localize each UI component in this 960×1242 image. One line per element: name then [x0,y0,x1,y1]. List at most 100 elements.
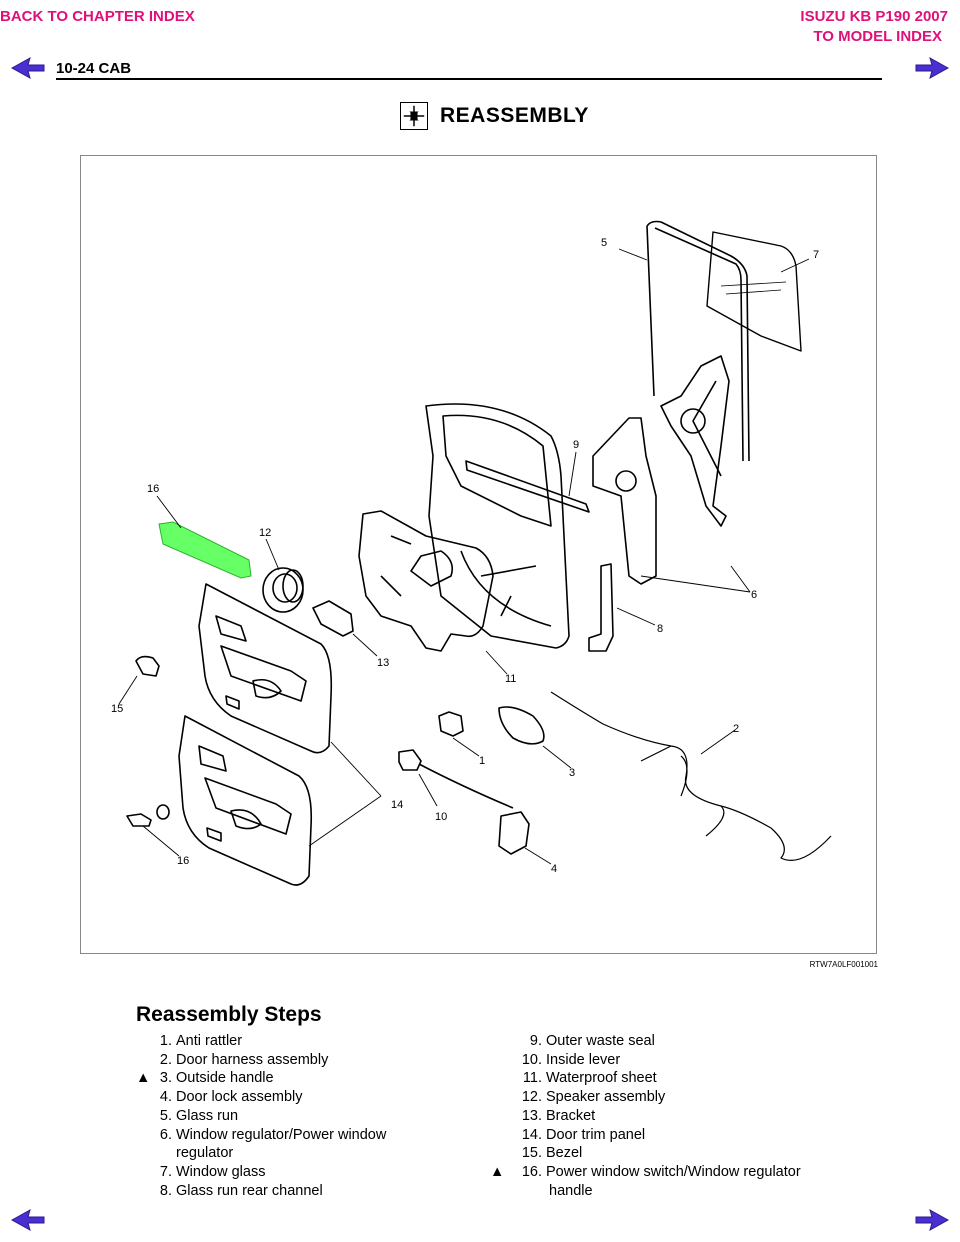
step-number: 10. [521,1051,542,1068]
callout-1: 1 [479,755,485,767]
door-exploded-diagram: 5 7 9 16 12 6 8 13 11 15 2 1 3 14 10 4 1… [111,220,832,886]
model-title-link[interactable]: ISUZU KB P190 2007 [800,8,948,25]
step-number: 2. [159,1051,172,1068]
step-number: 6. [159,1126,172,1143]
step-text: Inside lever [546,1051,621,1068]
callout-4: 4 [551,863,557,875]
step-text: Window regulator/Power window [176,1126,387,1143]
step-text: Outside handle [176,1070,274,1087]
callout-labels: 5 7 9 16 12 6 8 13 11 15 2 1 3 14 10 4 1… [111,237,819,875]
step-marker [136,1088,158,1107]
next-page-arrow-icon[interactable] [914,56,950,80]
bezel [135,655,160,677]
window-glass [706,231,802,352]
anti-rattler [438,711,464,737]
step-marker [490,1051,512,1070]
callout-9: 9 [573,439,579,451]
step-item: 4.Door lock assembly [136,1088,436,1107]
step-item: ▲16.Power window switch/Window regulator [490,1163,850,1182]
prev-page-arrow-icon[interactable] [10,56,46,80]
reassembly-icon [400,102,428,130]
callout-15: 15 [111,703,123,715]
step-text: Waterproof sheet [546,1070,657,1087]
callout-16-switch: 16 [147,483,159,495]
prev-page-bottom-arrow-icon[interactable] [10,1208,46,1232]
callout-12: 12 [259,527,271,539]
section-title: REASSEMBLY [440,104,589,127]
page-header: 10-24 CAB [56,60,132,77]
step-number: 7. [159,1163,172,1180]
step-number: 14. [521,1126,542,1143]
step-item: 15.Bezel [490,1144,850,1163]
outside-handle [498,706,545,745]
step-item: 8.Glass run rear channel [136,1182,436,1201]
step-text-continued: regulator [176,1145,234,1162]
step-number: 5. [159,1107,172,1124]
step-number: 1. [159,1033,172,1049]
step-marker [490,1107,512,1126]
step-number: 3. [159,1070,172,1087]
window-regulator-handle [126,813,152,827]
step-number: 15. [521,1145,542,1162]
callout-5: 5 [601,237,607,249]
step-number: 4. [159,1089,172,1106]
callout-3: 3 [569,767,575,779]
step-item: 1.Anti rattler [136,1032,436,1051]
step-marker [490,1144,512,1163]
step-text: Outer waste seal [546,1033,655,1049]
step-text: Door trim panel [546,1126,646,1143]
callout-10: 10 [435,811,447,823]
door-trim-panel-lower [178,715,313,886]
inside-lever [398,749,422,771]
section-title-group: REASSEMBLY [400,100,589,132]
back-to-chapter-index-link[interactable]: BACK TO CHAPTER INDEX [0,8,195,25]
step-item: 14.Door trim panel [490,1126,850,1145]
callout-7: 7 [813,249,819,261]
step-item: 2.Door harness assembly [136,1051,436,1070]
glass-run-rear-channel [588,563,614,652]
window-regulator-rear [660,355,730,527]
callout-8: 8 [657,623,663,635]
step-text: Bezel [546,1145,583,1162]
callout-2: 2 [733,723,739,735]
step-marker [136,1107,158,1126]
door-frame [425,403,570,649]
step-item: 9.Outer waste seal [490,1032,850,1051]
step-item: 11.Waterproof sheet [490,1069,850,1088]
step-text: Power window switch/Window regulator [546,1163,801,1180]
step-number: 8. [159,1182,172,1199]
callout-14: 14 [391,799,403,811]
step-text-continued: handle [549,1182,593,1199]
door-trim-panel-upper [198,583,333,754]
step-marker [136,1126,158,1145]
to-model-index-link[interactable]: TO MODEL INDEX [813,28,942,45]
step-item: 5.Glass run [136,1107,436,1126]
bracket [312,600,354,637]
callout-13: 13 [377,657,389,669]
figure-code: RTW7A0LF001001 [809,960,878,969]
window-regulator-front [592,417,657,585]
step-marker [490,1069,512,1088]
power-window-switch [158,521,252,579]
step-marker: ▲ [136,1070,151,1087]
step-item: ▲ 3.Outside handle [136,1069,436,1088]
step-marker [490,1126,512,1145]
callout-6: 6 [751,589,757,601]
step-item: 13.Bracket [490,1107,850,1126]
step-item: 6.Window regulator/Power window [136,1126,436,1145]
step-item: 10.Inside lever [490,1051,850,1070]
step-text: Bracket [546,1107,596,1124]
step-number: 13. [521,1107,542,1124]
step-text: Window glass [176,1163,266,1180]
step-text: Glass run rear channel [176,1182,323,1199]
door-harness [550,691,832,861]
next-page-bottom-arrow-icon[interactable] [914,1208,950,1232]
step-number: 9. [529,1033,542,1049]
step-number: 11. [522,1070,542,1087]
step-item: 7.Window glass [136,1163,436,1182]
outer-waste-seal [465,460,590,513]
step-marker [136,1163,158,1182]
step-number: 16. [521,1163,542,1180]
step-text: Speaker assembly [546,1089,666,1106]
